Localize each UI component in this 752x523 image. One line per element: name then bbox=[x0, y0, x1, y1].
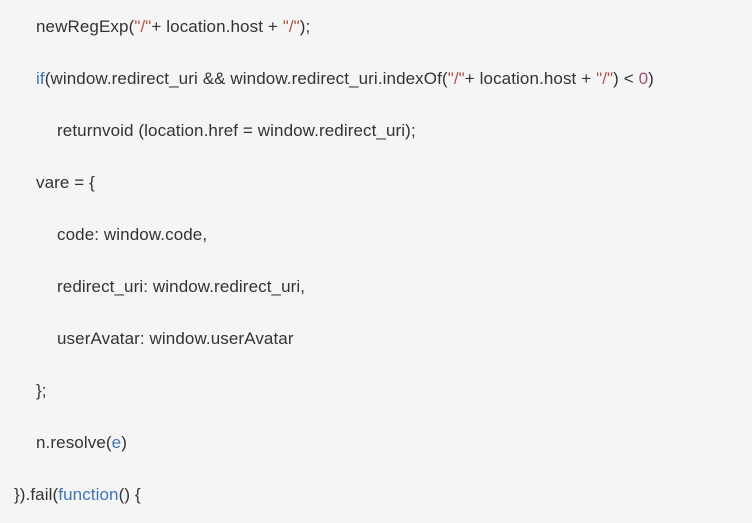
code-line: userAvatar: window.userAvatar bbox=[0, 313, 752, 365]
code-line: if(window.redirect_uri && window.redirec… bbox=[0, 53, 752, 105]
code-token-default: userAvatar: window.userAvatar bbox=[57, 329, 294, 348]
code-line: n.resolve(e) bbox=[0, 417, 752, 469]
code-line: newRegExp("/"+ location.host + "/"); bbox=[0, 1, 752, 53]
code-line: returnvoid (location.href = window.redir… bbox=[0, 105, 752, 157]
code-token-default: }).fail( bbox=[14, 485, 59, 504]
code-token-default: vare = { bbox=[36, 173, 95, 192]
code-token-default: newRegExp( bbox=[36, 17, 135, 36]
code-token-default: ) bbox=[121, 433, 127, 452]
code-token-default: + location.host + bbox=[151, 17, 283, 36]
code-token-default: (window.redirect_uri && window.redirect_… bbox=[44, 69, 448, 88]
code-line: vare = { bbox=[0, 157, 752, 209]
code-token-string: "/" bbox=[447, 69, 465, 88]
code-line: }; bbox=[0, 365, 752, 417]
code-line: code: window.code, bbox=[0, 209, 752, 261]
code-token-default: ) bbox=[648, 69, 654, 88]
code-token-string: "/" bbox=[282, 17, 300, 36]
code-token-default: () { bbox=[118, 485, 141, 504]
code-line: }).fail(function() { bbox=[0, 469, 752, 521]
code-token-keyword: e bbox=[111, 433, 122, 452]
code-token-default: + location.host + bbox=[464, 69, 597, 88]
code-token-default: ) < bbox=[613, 69, 639, 88]
code-token-default: }; bbox=[36, 381, 47, 400]
code-token-default: redirect_uri: window.redirect_uri, bbox=[57, 277, 306, 296]
code-token-default: n.resolve( bbox=[36, 433, 112, 452]
code-token-default: ); bbox=[299, 17, 311, 36]
code-token-string: "/" bbox=[596, 69, 614, 88]
code-token-default: code: window.code, bbox=[57, 225, 208, 244]
code-token-default: returnvoid (location.href = window.redir… bbox=[57, 121, 416, 140]
code-token-number: 0 bbox=[638, 69, 649, 88]
code-token-string: "/" bbox=[134, 17, 152, 36]
code-token-keyword: function bbox=[58, 485, 119, 504]
code-line: redirect_uri: window.redirect_uri, bbox=[0, 261, 752, 313]
code-token-keyword: if bbox=[36, 69, 45, 88]
